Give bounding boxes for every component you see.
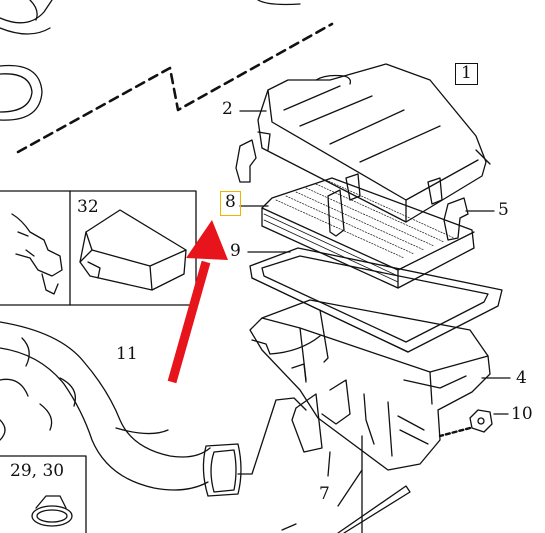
air-cleaner-cover [235, 63, 491, 223]
leader-6-stub [281, 523, 297, 531]
seal-gasket [249, 247, 503, 353]
callout-10: 10 [511, 404, 533, 424]
section-dashed-line [16, 22, 334, 154]
red-pointer-arrow-icon [167, 220, 228, 384]
air-intake-hose [0, 321, 242, 497]
inset-part-connector [11, 213, 63, 295]
pipe [327, 435, 411, 533]
partial-ring-top-left [0, 0, 53, 35]
callout-7: 7 [319, 484, 330, 504]
callout-8-highlighted: 8 [220, 191, 241, 216]
clip [443, 197, 469, 241]
leader-hose-connector [237, 397, 307, 475]
callout-29-30: 29, 30 [10, 461, 65, 481]
callout-11: 11 [116, 344, 138, 364]
inset-part-cover [79, 209, 187, 291]
callout-5: 5 [498, 200, 509, 220]
nut [438, 409, 493, 438]
partial-part-top [257, 0, 301, 6]
callout-4: 4 [516, 368, 527, 388]
callout-1: 1 [455, 63, 478, 85]
hose-clamp [31, 495, 73, 527]
air-cleaner-housing [249, 299, 491, 471]
callout-32: 32 [77, 197, 99, 217]
inset-frame-lower [0, 455, 87, 533]
o-ring-left [0, 64, 43, 121]
air-filter-element [261, 177, 475, 289]
callout-2: 2 [222, 99, 233, 119]
callout-9: 9 [230, 241, 241, 261]
